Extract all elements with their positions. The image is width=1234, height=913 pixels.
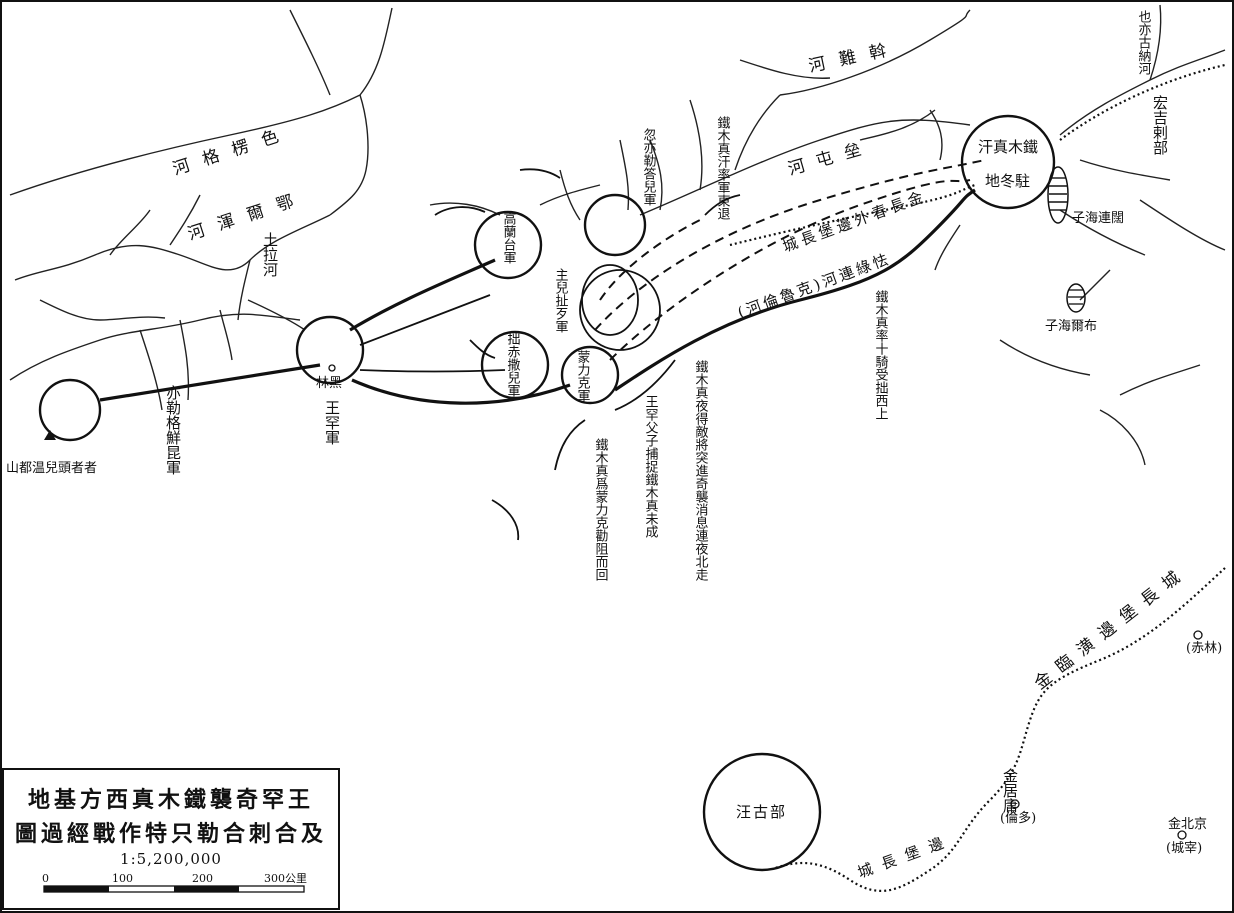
mountain-marker [44,430,56,440]
juyong-dot [1010,799,1020,809]
zhaluchi-circle [480,330,550,400]
river-network [9,4,1226,466]
bulhan-army-label: 亦勒格鮮昆軍 [164,385,182,475]
ergune-boundary [1059,63,1226,141]
wanghan-advance [99,363,321,402]
scale-tick-0: 0 [42,872,49,885]
hulun-lake [1047,166,1069,224]
wanghan-army-label: 王罕軍 [323,400,341,445]
night-msg-label: 鐵木真夜得敵將突進奇襲消息連夜北走 [693,359,709,582]
wanghan-to-zhaluchi [359,294,491,346]
scale-tick-3: 300公里 [264,872,307,885]
buyir-label: 子海爾布 [1045,319,1097,334]
legend-title-line1: 地基方西真木鐵襲奇罕王 [27,787,314,813]
zhuer-label: 主兒扯歹軍 [553,268,569,333]
jin-great-wall [774,567,1226,892]
wanghan-son-label: 王罕父子捕捉鐵木真未成 [643,395,659,539]
seleng-river-label: 河格楞色 [170,122,294,179]
gaolan-circle [473,210,543,280]
buyir-lake-hatch [1068,289,1084,305]
wanggu-circle [702,752,822,872]
huchile-circle [583,193,647,257]
scale-tick-2: 200 [192,872,213,885]
outer-great-wall [729,183,976,247]
ergune-river-label: 也亦古納河 [1136,10,1152,75]
hongjila-label: 宏吉剌部 [1151,95,1169,155]
zhaluchi-label: 拙赤撒兒軍 [505,332,521,397]
wanghan-south [351,378,571,405]
onon-river-label: 河難斡 [807,38,902,77]
wanghan-to-meng [359,369,506,373]
temujin-circle [960,114,1056,210]
buyir-lake [1066,283,1086,313]
wanghan-to-gaolan [349,258,496,332]
heilin-label: 林黑 [316,376,342,391]
legend-box: 地基方西真木鐵襲奇罕王 圖過經戰作特只勒合刺合及 1:5,200,000 0 1… [2,768,340,910]
great-wall-outer-label: 城長堡邊外春長金 [780,187,929,256]
jin-beijing-sub-label: (城宰) [1166,840,1202,856]
heilin-dot [328,364,336,372]
kerulen-river-label: (河倫魯克)河連綠怯 [735,250,893,322]
winter-camp-label: 地冬駐 [985,172,1030,190]
movement-arrows [434,168,741,541]
bulaonan-circle [38,378,102,442]
beijing-dot [1177,830,1187,840]
hulun-label: 子海連闊 [1072,211,1124,226]
lintuang-dot [1193,630,1203,640]
juyong-label: 金居庸 [1001,768,1019,813]
temujin-east-label: 鐵木真汗率軍東退 [715,115,731,220]
legend-scale-text: 1:5,200,000 [120,850,222,868]
tuul-river-label: 河屯垒 [786,137,875,180]
menglike-label: 蒙力克軍 [575,350,591,402]
scale-tick-1: 100 [112,872,133,885]
jin-wall-label: 金臨潢邊堡長城 [1031,562,1192,694]
huchile-label: 忽亦勒答兒軍 [641,128,657,206]
juyong-sub-label: (倫多) [1000,810,1036,826]
hulun-lake-hatch [1049,177,1067,211]
wanggu-label: 汪古部 [736,803,787,821]
orkhon-river-label: 河渾爾鄂 [185,187,309,244]
lintuang-city-label: (赤林) [1186,641,1222,656]
temujin-camp-label: 汗真木鐵 [978,138,1038,156]
center-ring-1 [581,264,639,336]
center-ring-2 [579,269,661,351]
kerulen-river [614,188,976,392]
retreat-route-c [599,219,701,301]
meng-circle [560,345,620,405]
heilin-circle [295,315,365,385]
scale-bar: 0 100 200 300公里 [42,872,307,893]
retreat-route-a [594,159,986,331]
legend-title-line2: 圖過經戰作特只勒合刺合及 [14,821,327,847]
bulaonan-label: 山都温兒頭者者 [6,461,97,476]
jin-beijing-label: 金北京 [1168,816,1207,832]
meng-block-label: 鐵木真爲蒙力克勸阻而回 [593,437,609,581]
tula-river-label: 土拉河 [261,232,279,277]
gaolan-label: 高蘭台軍 [501,211,517,264]
tem-ten-label: 鐵木真率十騎受拙西上 [873,289,889,420]
wall-bottom-label: 城長堡邊 [855,831,955,882]
